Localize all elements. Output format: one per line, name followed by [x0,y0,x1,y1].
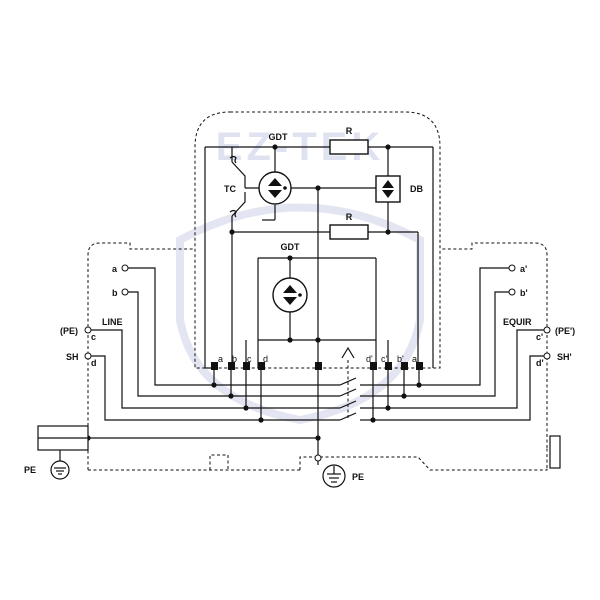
resistor-mid: R [329,212,369,240]
module-enclosure [194,111,441,369]
left-ground-icon [50,460,70,480]
svg-text:b': b' [520,288,528,298]
gdt-mid-label: GDT [281,242,301,252]
line-side: LINE a b (PE) c SH d PE [24,264,318,480]
module-pin-b-prime: b' [397,354,408,370]
svg-text:SH: SH [66,352,79,362]
tc-switch-upper-icon [229,155,237,164]
center-ground-label: PE [352,472,364,482]
resistor-mid-label: R [346,212,353,222]
svg-text:a: a [218,354,223,364]
svg-text:c': c' [536,332,543,342]
svg-text:c: c [91,332,96,342]
line-label: LINE [102,317,123,327]
module-pin-a-prime: a' [412,354,423,370]
svg-text:c: c [247,354,252,364]
center-ground-icon [322,464,346,488]
db-label: DB [410,184,423,194]
gdt-mid: GDT [272,242,308,313]
module-pin-d: d [258,354,268,370]
module-pin-d-prime: d' [366,354,377,370]
svg-text:d: d [263,354,268,364]
svg-text:a: a [112,264,118,274]
svg-text:b: b [112,288,118,298]
watermark-logo: EZ-TEK [176,125,424,425]
resistor-top: R [329,126,369,155]
module-pin-c-prime: c' [381,354,392,370]
svg-text:d: d [91,358,97,368]
upper-circuit [204,144,434,458]
warning-icon [341,346,355,359]
right-terminal-pe: (PE') c' [536,326,575,342]
right-terminal-sh: SH' d' [536,352,572,368]
module-pin-b: b [228,354,237,370]
center-ground: PE [314,454,364,488]
left-ground-label: PE [24,465,36,475]
svg-text:b: b [232,354,237,364]
svg-text:d': d' [536,358,544,368]
pin-connections [205,340,419,369]
svg-text:d': d' [366,354,373,364]
diode-bridge: DB [375,175,423,203]
module-pin-a: a [211,354,223,370]
svg-text:(PE'): (PE') [555,326,575,336]
left-terminal-b: b [112,288,129,298]
bypass-switches [214,360,419,421]
svg-text:b': b' [397,354,404,364]
svg-text:SH': SH' [557,352,572,362]
gdt-top-label: GDT [269,132,289,142]
thermal-cutoff: TC [224,155,237,218]
pin-drops [211,370,422,441]
tc-label: TC [224,184,236,194]
right-terminal-b: b' [508,288,528,298]
left-terminal-sh: SH d [66,352,97,368]
equip-side: EQUIR a' b' (PE') c' SH' d' [373,264,575,469]
svg-text:a': a' [412,354,419,364]
left-terminal-a: a [112,264,129,274]
resistor-top-label: R [346,126,353,136]
svg-text:(PE): (PE) [60,326,78,336]
equip-label: EQUIR [503,317,532,327]
tc-switch-lower-icon [229,209,237,218]
svg-text:c': c' [381,354,388,364]
right-terminal-a: a' [508,264,527,274]
module-pin-c: c [243,354,252,370]
left-terminal-pe: (PE) c [60,326,96,342]
gdt-top: GDT [258,132,292,205]
base-enclosure [87,242,548,471]
svg-text:a': a' [520,264,527,274]
module-pin-pe [315,362,322,370]
